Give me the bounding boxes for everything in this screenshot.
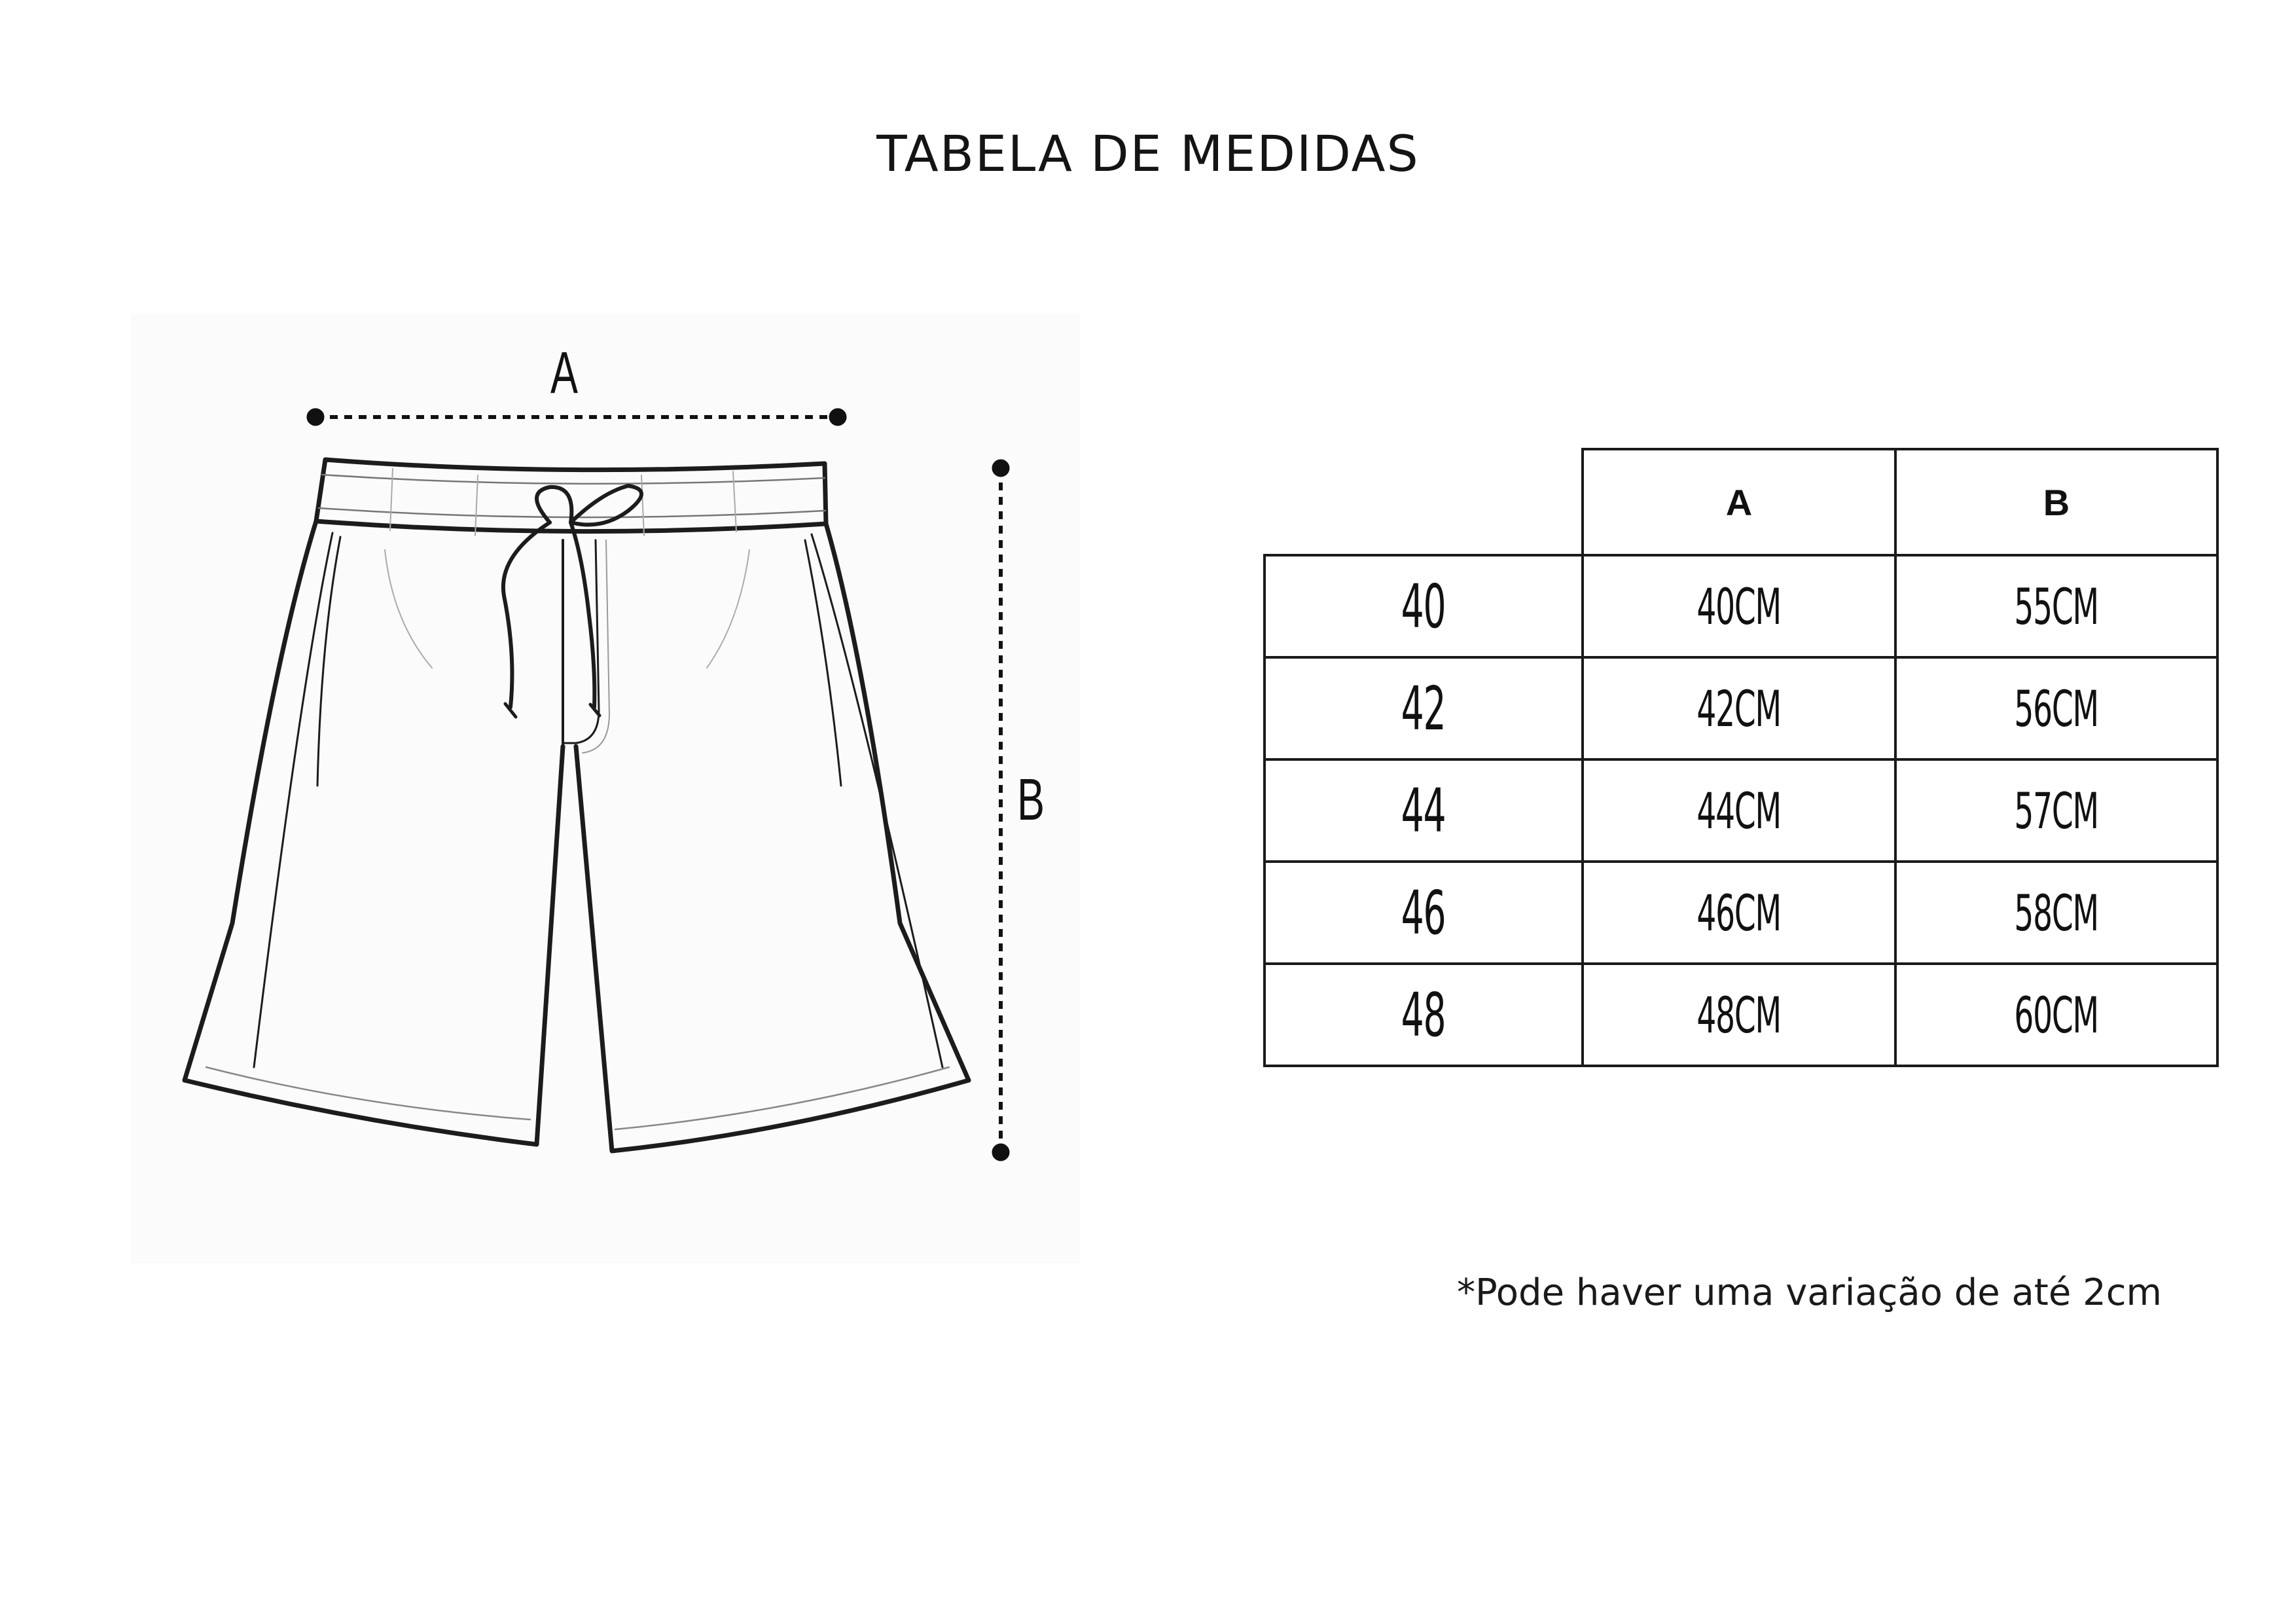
measure-a-cell: 44CM bbox=[1581, 758, 1897, 863]
table-row: 42 42CM 56CM bbox=[1263, 656, 2219, 761]
measure-a-cell: 42CM bbox=[1581, 656, 1897, 761]
size-table: A B 40 40CM 55CM 42 42CM 56CM 44 44CM 57… bbox=[1263, 448, 2219, 1067]
variation-note: *Pode haver uma variação de até 2cm bbox=[1457, 1271, 2162, 1314]
measure-a-cell: 48CM bbox=[1581, 962, 1897, 1067]
measure-a-cell: 46CM bbox=[1581, 860, 1897, 965]
size-cell: 46 bbox=[1263, 860, 1584, 965]
measure-b-cell: 60CM bbox=[1894, 962, 2219, 1067]
shorts-outline bbox=[182, 457, 971, 1154]
measure-b-cell: 56CM bbox=[1894, 656, 2219, 761]
size-cell: 44 bbox=[1263, 758, 1584, 863]
dimension-b bbox=[992, 459, 1010, 1161]
page-title: TABELA DE MEDIDAS bbox=[876, 124, 1420, 183]
measure-b-cell: 58CM bbox=[1894, 860, 2219, 965]
measure-a-cell: 40CM bbox=[1581, 554, 1897, 659]
diagram-background bbox=[131, 314, 1080, 1264]
table-row: 40 40CM 55CM bbox=[1263, 554, 2219, 659]
header-a: A bbox=[1581, 448, 1897, 556]
table-row: 48 48CM 60CM bbox=[1263, 962, 2219, 1067]
dimension-a bbox=[306, 408, 847, 426]
measure-b-cell: 57CM bbox=[1894, 758, 2219, 863]
header-blank bbox=[1265, 449, 1584, 556]
measure-b-cell: 55CM bbox=[1894, 554, 2219, 659]
shorts-diagram: A B bbox=[131, 314, 1080, 1270]
table-row: 44 44CM 57CM bbox=[1263, 758, 2219, 863]
dimension-a-label: A bbox=[550, 340, 578, 406]
table-header-row: A B bbox=[1265, 448, 2219, 556]
size-cell: 40 bbox=[1263, 554, 1584, 659]
size-cell: 48 bbox=[1263, 962, 1584, 1067]
dimension-b-label: B bbox=[1017, 767, 1045, 833]
table-row: 46 46CM 58CM bbox=[1263, 860, 2219, 965]
header-b: B bbox=[1894, 448, 2219, 556]
size-cell: 42 bbox=[1263, 656, 1584, 761]
